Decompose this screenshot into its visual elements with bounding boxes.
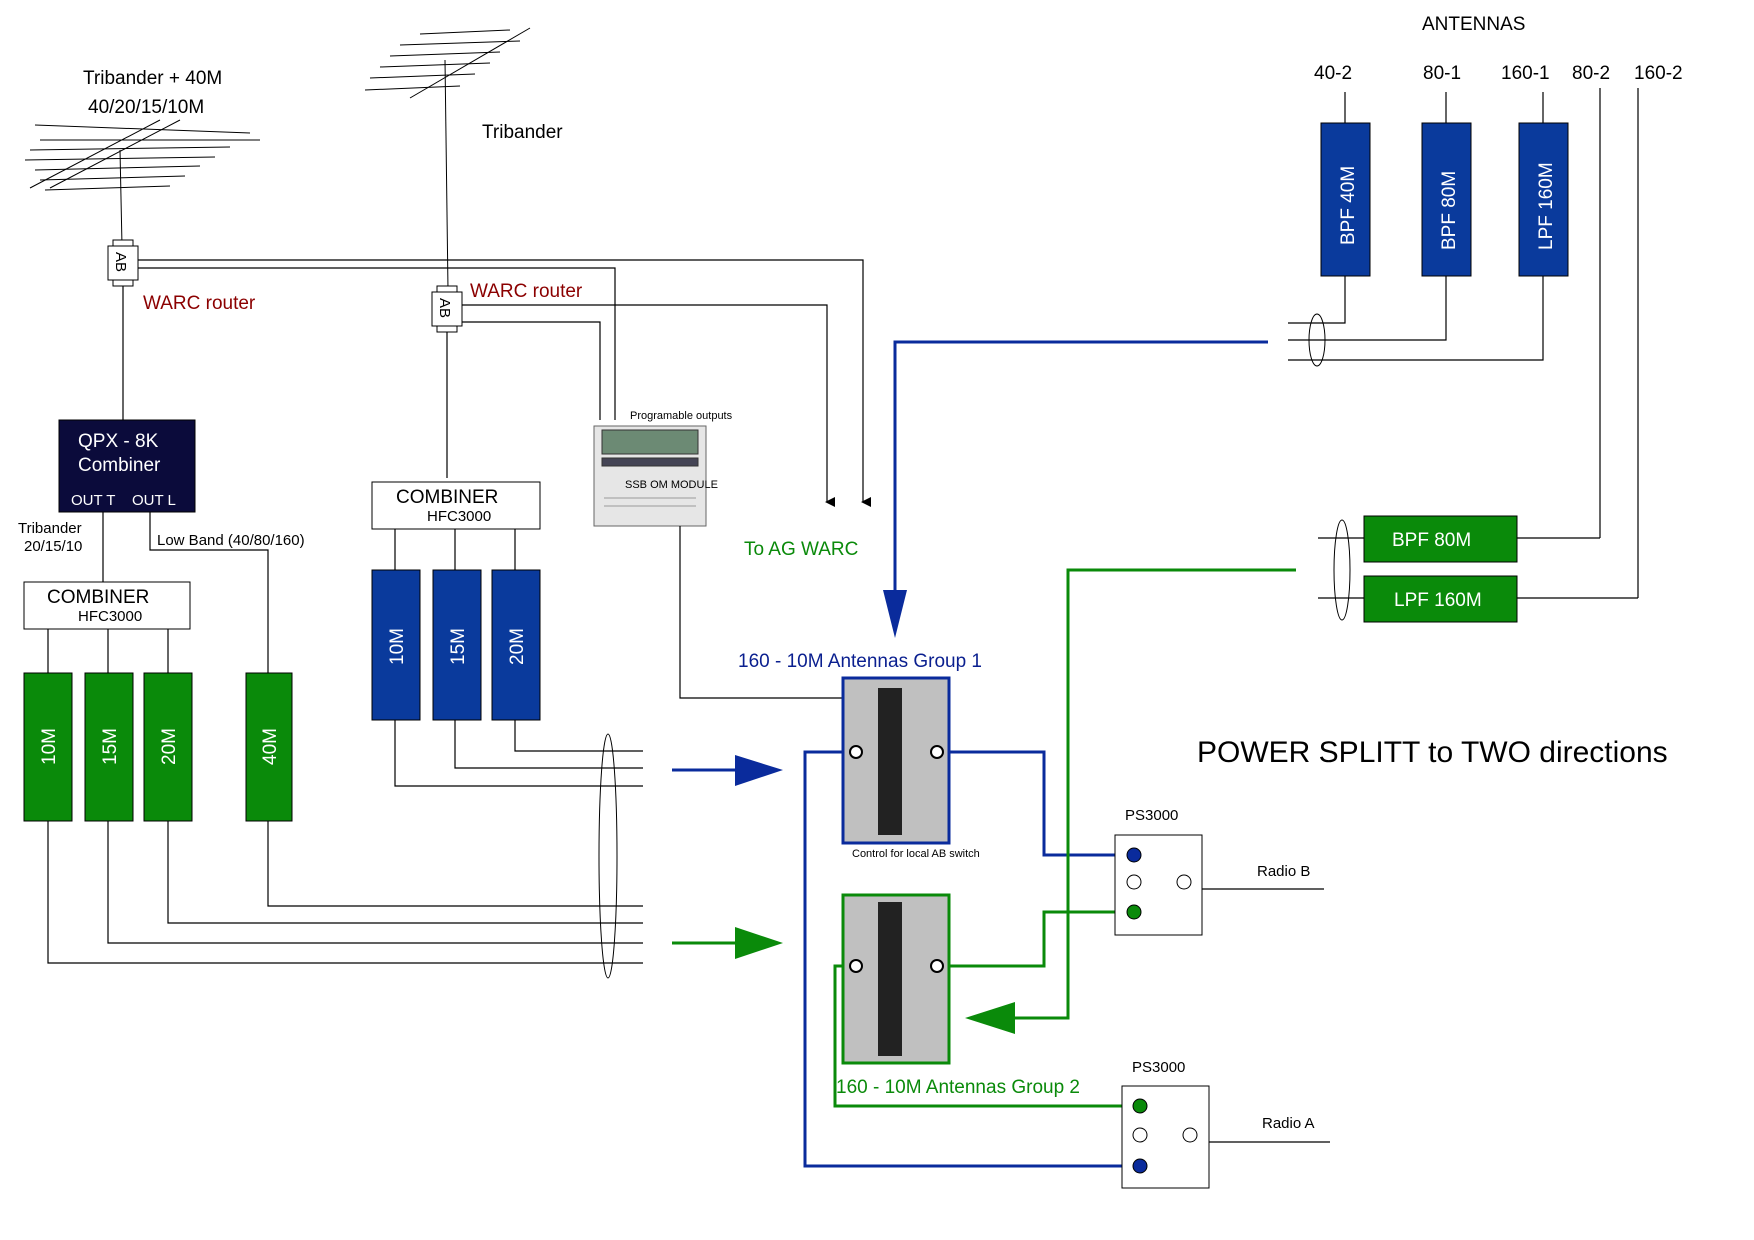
power-split-title: POWER SPLITT to TWO directions xyxy=(1197,736,1668,769)
qpx-out-t: OUT T xyxy=(71,492,115,509)
combiner-left: COMBINER HFC3000 xyxy=(23,581,191,630)
group2-label: 160 - 10M Antennas Group 2 xyxy=(836,1077,1080,1098)
filters-mid: 10M 15M 20M xyxy=(371,569,541,721)
combiner-mid-model: HFC3000 xyxy=(427,508,491,525)
filter-mid-20m: 20M xyxy=(507,628,528,665)
filter-right-bpf80: BPF 80M xyxy=(1392,530,1471,551)
warc-router-1-label: WARC router xyxy=(143,293,256,314)
low-band-label: Low Band (40/80/160) xyxy=(157,532,305,549)
control-note: Control for local AB switch xyxy=(852,848,980,860)
filter-top-lpf160: LPF 160M xyxy=(1536,162,1557,250)
antenna-switch-group2 xyxy=(841,893,951,1065)
ant-port-40-2: 40-2 xyxy=(1314,63,1352,84)
ab-switch-1: AB xyxy=(107,239,139,287)
to-ag-warc-label: To AG WARC xyxy=(744,539,858,560)
filter-mid-15m: 15M xyxy=(448,628,469,665)
ab-switch-1-label: AB xyxy=(112,252,129,272)
tribander-bands-label: Tribander xyxy=(18,520,82,537)
filter-top-bpf80: BPF 80M xyxy=(1439,171,1460,250)
qpx-combiner: QPX - 8K Combiner OUT T OUT L xyxy=(58,419,196,513)
antenna-1-bands: 40/20/15/10M xyxy=(88,97,204,118)
ps3000-radio-a xyxy=(1121,1085,1210,1189)
filters-top: BPF 40M BPF 80M LPF 160M xyxy=(1320,122,1569,277)
warc-wires xyxy=(122,259,871,507)
ps3000-a-label: PS3000 xyxy=(1132,1059,1185,1076)
filter-left-15m: 15M xyxy=(100,728,121,765)
combiner-left-title: COMBINER xyxy=(47,587,149,608)
filter-left-10m: 10M xyxy=(39,728,60,765)
left-filter-wires xyxy=(47,821,643,964)
antenna-2-label: Tribander xyxy=(482,122,563,143)
filter-mid-10m: 10M xyxy=(387,628,408,665)
group1-label: 160 - 10M Antennas Group 1 xyxy=(738,651,982,672)
programmable-module-icon: SSB OM MODULE xyxy=(593,425,718,527)
top-filter-wires xyxy=(1288,276,1544,367)
ps3000-b-label: PS3000 xyxy=(1125,807,1178,824)
filters-left: 10M 15M 20M 40M xyxy=(23,672,293,822)
radio-a-label: Radio A xyxy=(1262,1115,1315,1132)
combiner-mid-title: COMBINER xyxy=(396,487,498,508)
combiner-left-model: HFC3000 xyxy=(78,608,142,625)
antenna-1-label: Tribander + 40M xyxy=(83,68,222,89)
blue-signal-path xyxy=(672,340,1268,1168)
filter-top-bpf40: BPF 40M xyxy=(1338,166,1359,245)
ant-port-80-2: 80-2 xyxy=(1572,63,1610,84)
yagi-antenna-2-icon xyxy=(364,27,531,291)
mid-filter-wires xyxy=(394,720,643,979)
ant-port-160-1: 160-1 xyxy=(1501,63,1550,84)
filter-left-20m: 20M xyxy=(159,728,180,765)
radio-b-label: Radio B xyxy=(1257,863,1310,880)
filter-left-40m: 40M xyxy=(260,728,281,765)
module-label: SSB OM MODULE xyxy=(625,479,718,491)
qpx-title: QPX - 8K xyxy=(78,431,159,452)
filter-right-lpf160: LPF 160M xyxy=(1394,590,1482,611)
ab-switch-2: AB xyxy=(431,285,463,333)
ps3000-radio-b xyxy=(1114,834,1203,936)
ant-port-160-2: 160-2 xyxy=(1634,63,1683,84)
antenna-switch-group1 xyxy=(841,676,951,845)
qpx-out-l: OUT L xyxy=(132,492,176,509)
warc-router-2-label: WARC router xyxy=(470,281,583,302)
combiner-mid: COMBINER HFC3000 xyxy=(371,481,541,530)
yagi-antenna-1-icon xyxy=(24,119,260,247)
ant-port-80-1: 80-1 xyxy=(1423,63,1461,84)
filters-right: BPF 80M LPF 160M xyxy=(1363,515,1518,623)
antennas-header: ANTENNAS xyxy=(1422,14,1525,35)
prog-outputs-label: Programable outputs xyxy=(630,410,733,422)
tribander-bands-label-2: 20/15/10 xyxy=(24,538,82,555)
ab-switch-2-label: AB xyxy=(436,298,453,318)
qpx-subtitle: Combiner xyxy=(78,455,161,476)
green-signal-path xyxy=(672,568,1296,1108)
